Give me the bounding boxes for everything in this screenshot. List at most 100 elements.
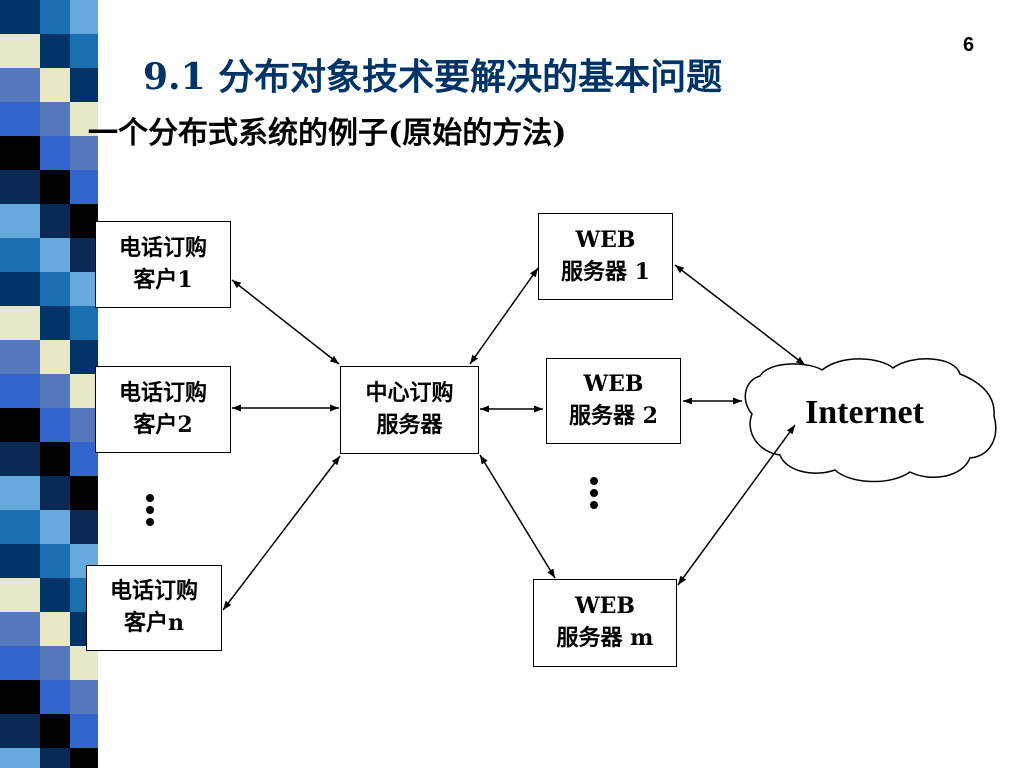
stripe-cell — [40, 408, 70, 442]
arrow-clientn-center — [222, 455, 341, 611]
stripe-cell — [40, 510, 70, 544]
stripe-cell — [0, 748, 40, 768]
web-server-1-line1: WEB — [575, 226, 636, 253]
stripe-cell — [0, 442, 40, 476]
stripe-cell — [70, 272, 98, 306]
stripe-cell — [0, 714, 40, 748]
arrow-client1-center — [231, 279, 340, 365]
stripe-cell — [70, 476, 98, 510]
stripe-cell — [0, 340, 40, 374]
web-server-2-line2: 服务器 2 — [569, 403, 658, 429]
web-server-2-box: WEB 服务器 2 — [546, 358, 681, 444]
stripe-cell — [70, 102, 98, 136]
stripe-cell — [40, 646, 70, 680]
stripe-cell — [40, 170, 70, 204]
stripe-cell — [0, 544, 40, 578]
stripe-cell — [0, 306, 40, 340]
stripe-cell — [40, 612, 70, 646]
stripe-cell — [40, 204, 70, 238]
stripe-cell — [70, 34, 98, 68]
arrow-center-web1 — [469, 267, 539, 365]
client-2-box: 电话订购 客户2 — [95, 366, 231, 453]
stripe-cell — [40, 476, 70, 510]
stripe-cell — [0, 408, 40, 442]
client-2-line1: 电话订购 — [118, 379, 207, 406]
decorative-stripe — [0, 0, 98, 768]
center-server-line1: 中心订购 — [365, 380, 454, 407]
stripe-cell — [70, 306, 98, 340]
stripe-cell — [70, 0, 98, 34]
stripe-cell — [40, 374, 70, 408]
stripe-cell — [0, 170, 40, 204]
stripe-cell — [70, 442, 98, 476]
stripe-cell — [40, 442, 70, 476]
stripe-cell — [40, 714, 70, 748]
stripe-cell — [40, 340, 70, 374]
stripe-cell — [0, 578, 40, 612]
stripe-cell — [70, 748, 98, 768]
stripe-cell — [40, 306, 70, 340]
stripe-cell — [70, 408, 98, 442]
stripe-cell — [70, 374, 98, 408]
stripe-cell — [0, 0, 40, 34]
web-server-2-line1: WEB — [583, 371, 644, 398]
stripe-cell — [40, 68, 70, 102]
center-server-box: 中心订购 服务器 — [340, 366, 479, 454]
stripe-cell — [0, 646, 40, 680]
slide-subtitle: 一个分布式系统的例子(原始的方法) — [88, 116, 567, 151]
stripe-cell — [70, 136, 98, 170]
stripe-cell — [40, 680, 70, 714]
stripe-cell — [40, 544, 70, 578]
arrow-web1-internet — [674, 264, 806, 366]
web-server-m-line2: 服务器 m — [556, 625, 654, 651]
stripe-cell — [70, 510, 98, 544]
stripe-cell — [0, 102, 40, 136]
stripe-cell — [70, 204, 98, 238]
client-1-line1: 电话订购 — [118, 234, 207, 261]
client-1-line2: 客户1 — [133, 266, 193, 293]
stripe-cell — [40, 102, 70, 136]
stripe-cell — [0, 136, 40, 170]
stripe-cell — [0, 34, 40, 68]
stripe-cell — [0, 68, 40, 102]
stripe-cell — [70, 68, 98, 102]
clients-ellipsis-icon — [146, 494, 156, 530]
stripe-cell — [40, 748, 70, 768]
center-server-line2: 服务器 — [376, 412, 443, 438]
stripe-cell — [70, 646, 98, 680]
stripe-cell — [70, 170, 98, 204]
stripe-cell — [0, 476, 40, 510]
slide-title: 9.1 分布对象技术要解决的基本问题 — [143, 56, 723, 98]
stripe-cell — [0, 204, 40, 238]
stripe-cell — [0, 612, 40, 646]
client-2-line2: 客户2 — [133, 411, 193, 438]
stripe-cell — [70, 238, 98, 272]
arrow-center-webm — [479, 454, 556, 579]
client-n-line1: 电话订购 — [109, 578, 198, 605]
stripe-cell — [70, 340, 98, 374]
client-1-box: 电话订购 客户1 — [95, 221, 231, 308]
web-servers-ellipsis-icon — [590, 477, 600, 513]
web-server-m-line1: WEB — [574, 593, 636, 620]
stripe-cell — [0, 510, 40, 544]
stripe-cell — [0, 374, 40, 408]
web-server-m-box: WEB 服务器 m — [533, 579, 677, 667]
web-server-1-line2: 服务器 1 — [561, 258, 650, 285]
stripe-cell — [70, 714, 98, 748]
client-n-line2: 客户n — [124, 610, 184, 636]
stripe-cell — [40, 0, 70, 34]
stripe-cell — [40, 238, 70, 272]
stripe-cell — [70, 680, 98, 714]
stripe-cell — [0, 680, 40, 714]
client-n-box: 电话订购 客户n — [86, 565, 222, 651]
web-server-1-box: WEB 服务器 1 — [538, 213, 673, 300]
page-number: 6 — [963, 34, 975, 56]
stripe-cell — [40, 578, 70, 612]
stripe-cell — [40, 272, 70, 306]
arrow-webm-internet — [677, 424, 796, 586]
internet-label: Internet — [805, 394, 924, 431]
stripe-cell — [0, 272, 40, 306]
stripe-cell — [40, 136, 70, 170]
stripe-cell — [0, 238, 40, 272]
